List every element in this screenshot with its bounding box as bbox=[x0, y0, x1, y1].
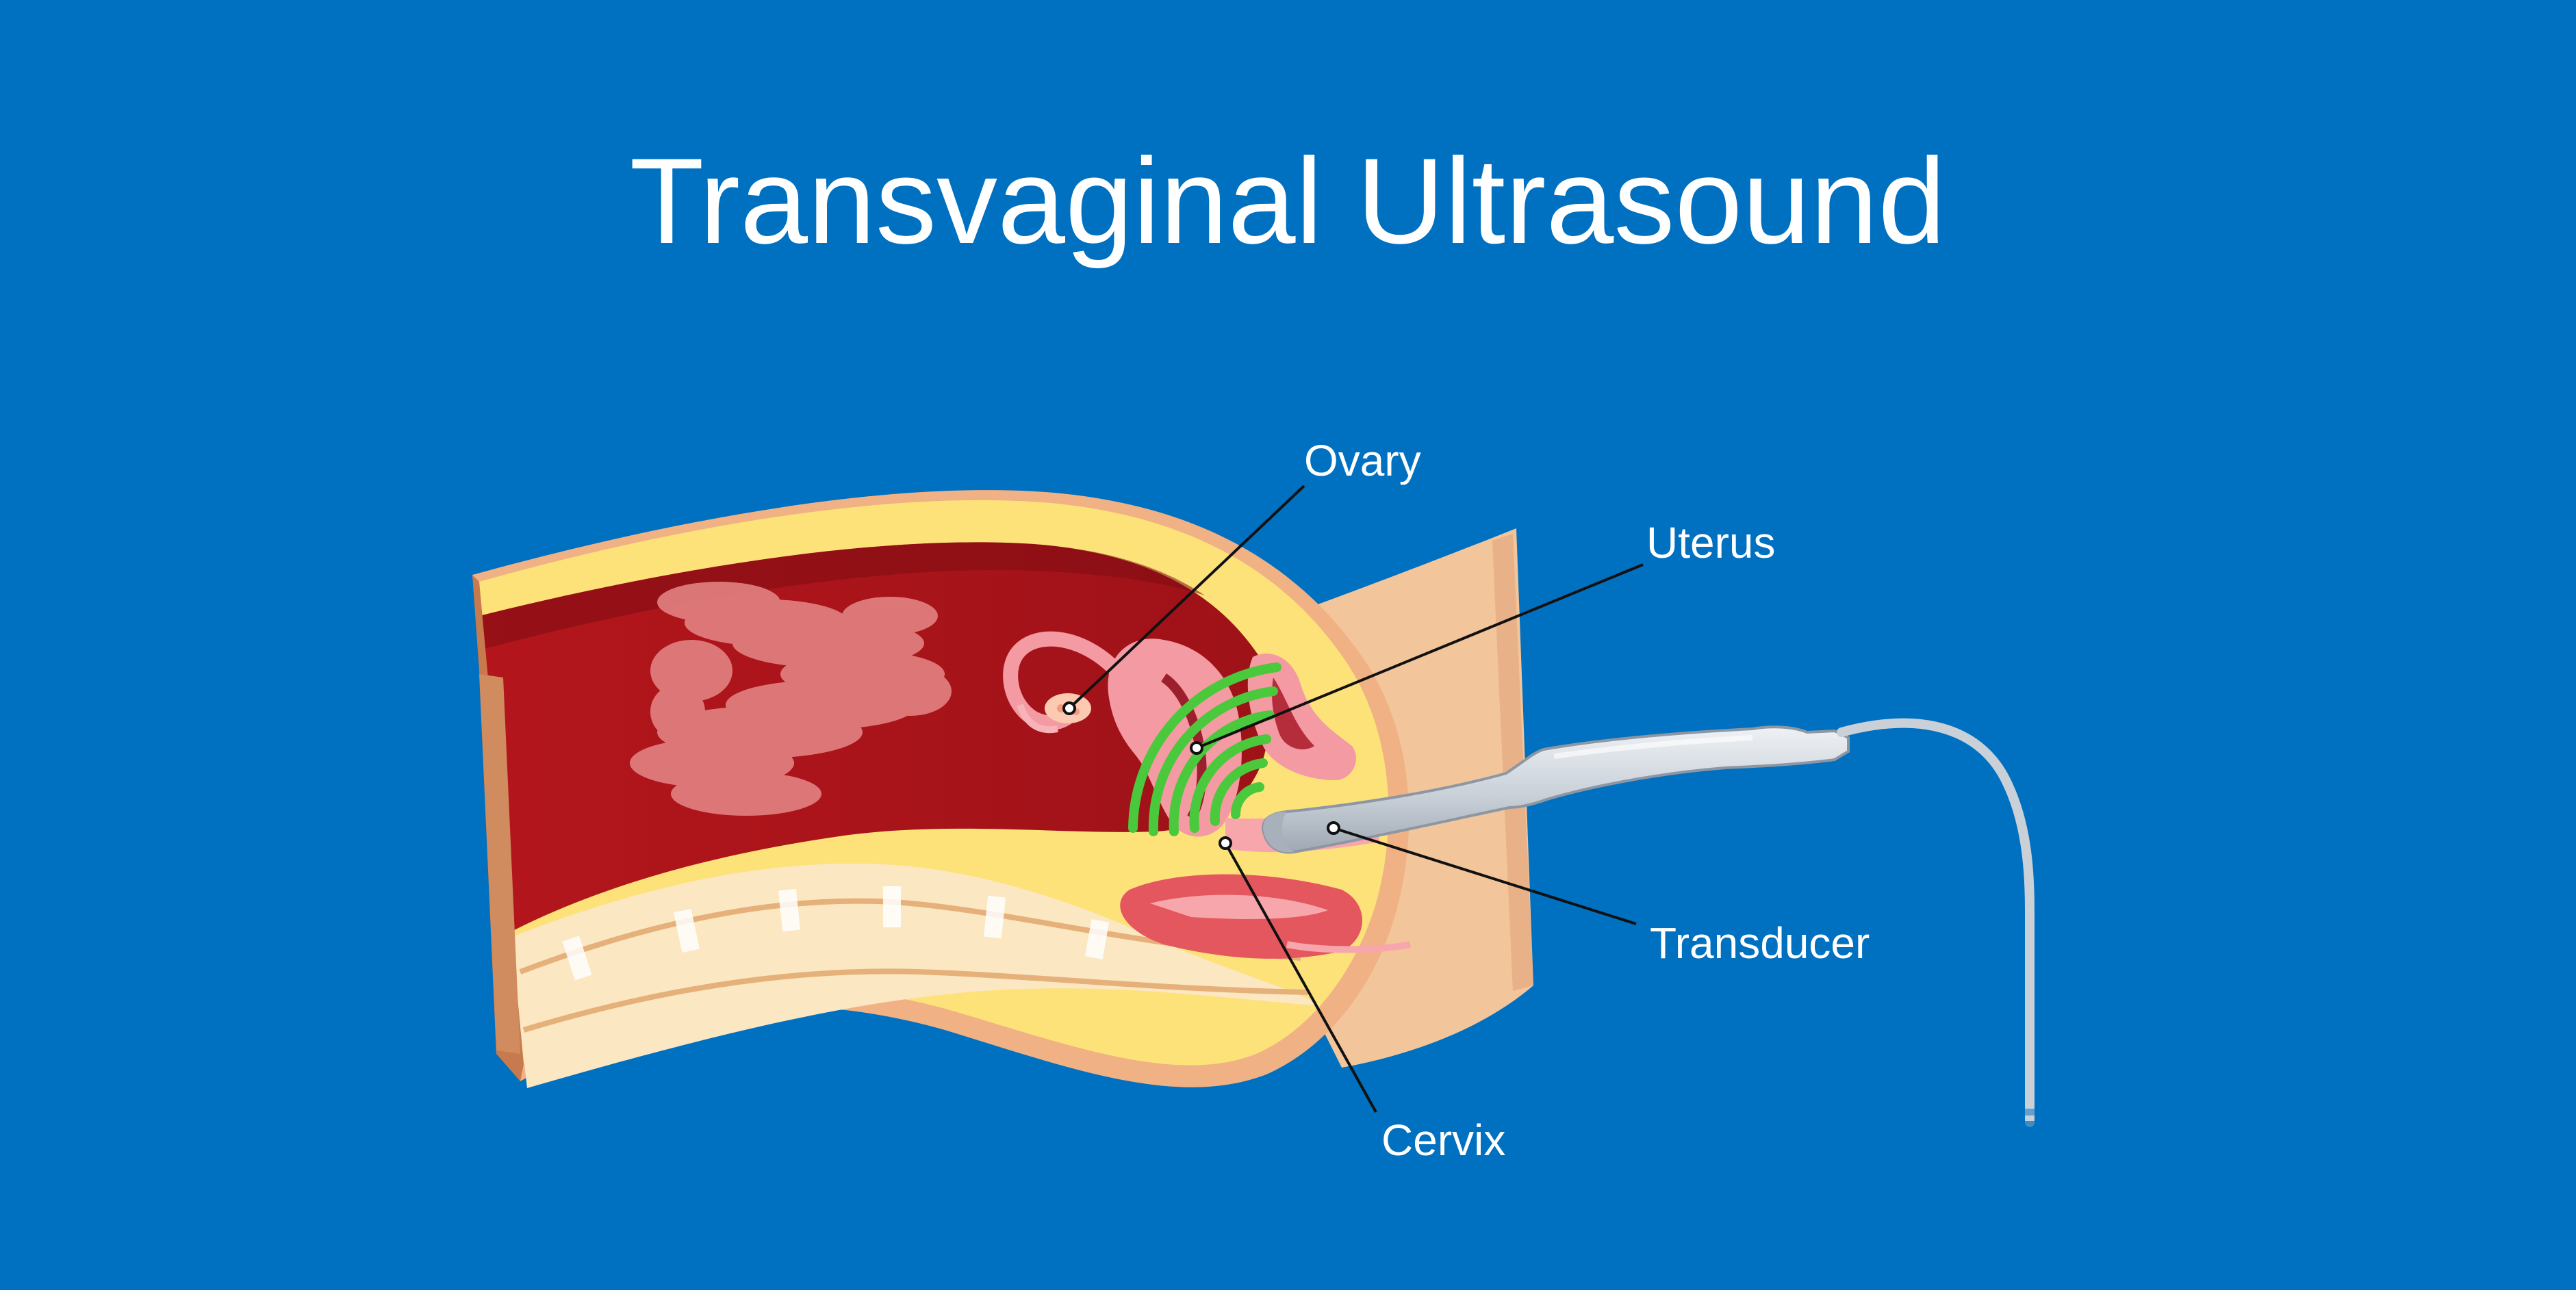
probe-tip bbox=[1263, 812, 1294, 853]
bladder-inner bbox=[1272, 678, 1314, 749]
label-transducer: Transducer bbox=[1650, 918, 1870, 968]
torso-cut-band bbox=[479, 674, 520, 1054]
anchor-points bbox=[1062, 701, 1340, 850]
intestines bbox=[630, 582, 952, 816]
spine-line-1 bbox=[519, 898, 1301, 975]
fallopian-tube bbox=[1003, 631, 1129, 731]
buttock-shade bbox=[1492, 534, 1533, 991]
label-ovary: Ovary bbox=[1304, 436, 1421, 485]
fimbriae bbox=[1017, 704, 1058, 734]
cavity-inner-shadow bbox=[479, 542, 1205, 650]
vertebra-marks bbox=[562, 886, 1110, 981]
rectum-lumen bbox=[1150, 894, 1328, 919]
transducer-probe[interactable] bbox=[1261, 725, 1850, 854]
label-cervix: Cervix bbox=[1381, 1115, 1505, 1165]
spine-line-2 bbox=[522, 968, 1308, 1033]
cable-fade-1 bbox=[2025, 1109, 2035, 1115]
label-uterus: Uterus bbox=[1646, 518, 1776, 567]
cable-fade-2 bbox=[2025, 1121, 2035, 1131]
probe-grip-highlight bbox=[1553, 735, 1753, 759]
leader-lines bbox=[1068, 485, 1644, 1113]
page-title: Transvaginal Ultrasound bbox=[630, 133, 1946, 269]
anal-canal bbox=[1286, 941, 1411, 953]
probe-cable bbox=[1837, 718, 2035, 1127]
sacrum-band bbox=[510, 863, 1321, 1088]
